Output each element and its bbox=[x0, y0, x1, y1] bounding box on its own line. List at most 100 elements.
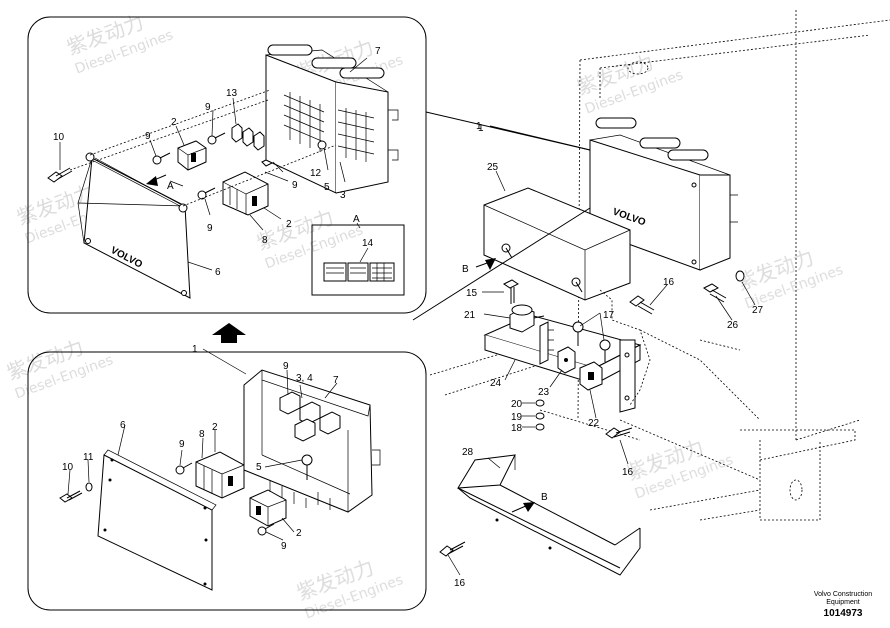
callout-16: 16 bbox=[663, 277, 675, 288]
callout-10: 10 bbox=[62, 462, 74, 473]
callout-22: 22 bbox=[588, 418, 600, 429]
callouts-top-inset: 7 1 13 9 10 9 2 A 12 5 3 9 9 2 8 6 A 14 bbox=[53, 46, 482, 278]
bolt-10-bottom bbox=[59, 490, 83, 503]
callout-2: 2 bbox=[286, 219, 292, 230]
arrow-a-head-top bbox=[146, 176, 158, 186]
callout-2: 2 bbox=[171, 117, 177, 128]
screw-9-bottom-a bbox=[175, 462, 193, 475]
fuse-box-7 bbox=[265, 44, 399, 194]
callout-2: 2 bbox=[212, 422, 218, 433]
guard-28 bbox=[457, 454, 641, 576]
callout-26: 26 bbox=[727, 320, 739, 331]
figure-number: 1014973 bbox=[823, 608, 863, 619]
callouts-bottom-inset: 1 9 3, 4 7 6 9 8 2 10 11 5 2 9 bbox=[62, 344, 339, 552]
callout-19: 19 bbox=[511, 412, 523, 423]
relay-pack-8-bottom bbox=[195, 451, 245, 499]
top-inset-frame bbox=[27, 16, 427, 314]
callout-15: 15 bbox=[466, 288, 478, 299]
leader-lines bbox=[59, 57, 756, 576]
terminals-17 bbox=[539, 321, 611, 365]
component-23 bbox=[557, 346, 576, 374]
cover-plate-bottom bbox=[97, 449, 217, 591]
callout-21: 21 bbox=[464, 310, 476, 321]
relay-2-bottom bbox=[249, 489, 287, 527]
bolt-16-c bbox=[439, 541, 466, 557]
callouts-main-view: 1 25 B 15 16 21 17 26 27 24 23 20 19 22 … bbox=[454, 123, 764, 589]
up-arrow bbox=[212, 323, 246, 343]
fuse-box-tray-bottom bbox=[243, 369, 381, 513]
component-22 bbox=[579, 361, 603, 391]
callout-7: 7 bbox=[333, 375, 339, 386]
callout-13: 13 bbox=[226, 88, 238, 99]
relay-row-bottom bbox=[279, 391, 341, 442]
screw-9-top-c bbox=[197, 187, 216, 200]
publisher-block: Volvo Construction Equipment 1014973 bbox=[808, 591, 878, 619]
wire-harness bbox=[599, 289, 651, 406]
callout-8: 8 bbox=[199, 429, 205, 440]
callout-17: 17 bbox=[603, 310, 615, 321]
bolt-16-a bbox=[629, 295, 655, 315]
callout-16: 16 bbox=[622, 467, 634, 478]
callout-9: 9 bbox=[205, 102, 211, 113]
main-view: VOLVO bbox=[429, 10, 890, 576]
callout-25: 25 bbox=[487, 162, 499, 173]
callout-14: 14 bbox=[362, 238, 374, 249]
callout-9: 9 bbox=[207, 223, 213, 234]
callout-6: 6 bbox=[215, 267, 221, 278]
callout-9: 9 bbox=[292, 180, 298, 191]
relay-pack-8 bbox=[222, 171, 269, 216]
bottom-inset bbox=[27, 351, 427, 611]
bolt-26 bbox=[703, 283, 727, 303]
callout-16: 16 bbox=[454, 578, 466, 589]
bolt-10-top bbox=[47, 167, 73, 183]
arrow-b-head-bottom bbox=[523, 502, 535, 512]
top-leader-dots bbox=[69, 89, 337, 207]
machine-outline bbox=[429, 10, 890, 521]
top-inset: VOLVO bbox=[27, 16, 427, 314]
callout-10: 10 bbox=[53, 132, 65, 143]
bolt-15 bbox=[503, 279, 519, 304]
callout-2: 2 bbox=[296, 528, 302, 539]
publisher-line1: Volvo Construction bbox=[813, 591, 873, 598]
callout-18: 18 bbox=[511, 423, 523, 434]
publisher-line2: Equipment bbox=[826, 599, 860, 606]
callout-28: 28 bbox=[462, 447, 474, 458]
fuse-set-13 bbox=[231, 123, 265, 151]
washer-11 bbox=[85, 482, 93, 492]
callout-b: B bbox=[462, 264, 469, 275]
bolt-16-b bbox=[605, 427, 633, 439]
callout-12: 12 bbox=[310, 168, 322, 179]
washer-19 bbox=[535, 412, 545, 420]
arrow-b-head-top bbox=[485, 258, 496, 270]
washer-20 bbox=[535, 399, 545, 407]
screw-9-top-a bbox=[152, 152, 171, 165]
callout-5: 5 bbox=[256, 462, 262, 473]
callout-11: 11 bbox=[83, 452, 94, 463]
callout-detail-a: A bbox=[353, 214, 360, 225]
washer-18 bbox=[535, 423, 545, 431]
callout-6: 6 bbox=[120, 420, 126, 431]
bottom-inset-frame bbox=[27, 351, 427, 611]
callout-3: 3 bbox=[340, 190, 346, 201]
relay-21 bbox=[509, 304, 545, 333]
callout-1: 1 bbox=[192, 344, 198, 355]
callout-a: A bbox=[167, 181, 174, 192]
screw-9-bottom-b bbox=[257, 523, 275, 536]
callout-9: 9 bbox=[283, 361, 289, 372]
callout-b: B bbox=[541, 492, 548, 503]
callout-20: 20 bbox=[511, 399, 523, 410]
callout-9: 9 bbox=[281, 541, 287, 552]
cover-plate-top: VOLVO bbox=[77, 152, 191, 299]
fuse-box-internal-grid bbox=[283, 92, 375, 162]
detail-a-box bbox=[311, 224, 405, 296]
callout-1: 1 bbox=[476, 121, 482, 132]
callout-8: 8 bbox=[262, 235, 268, 246]
callout-9: 9 bbox=[145, 131, 151, 142]
screw-9-top-b bbox=[207, 132, 226, 145]
callout-24: 24 bbox=[490, 378, 502, 389]
callout-7: 7 bbox=[375, 46, 381, 57]
cover-25 bbox=[483, 187, 631, 301]
callout-3-4: 3, 4 bbox=[296, 373, 313, 384]
callout-1: 1 bbox=[478, 123, 484, 134]
